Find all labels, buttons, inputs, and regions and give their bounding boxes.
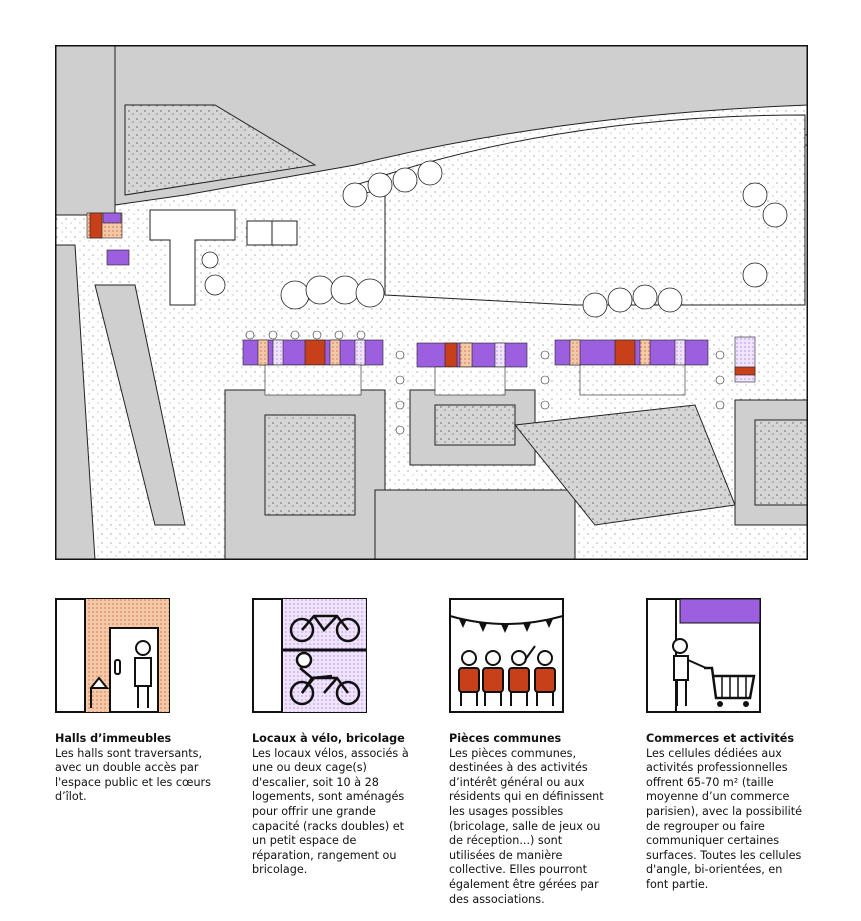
legend-title: Locaux à vélo, bricolage [252, 732, 405, 745]
shop-cart-icon [646, 598, 761, 713]
legend-title: Halls d’immeubles [55, 732, 172, 745]
legend-bike-storage: Locaux à vélo, bricolage Les locaux vélo… [252, 732, 442, 878]
legend-shops: Commerces et activités Les cellules dédi… [646, 732, 836, 893]
legend-title: Pièces communes [449, 732, 562, 745]
site-plan-map [55, 45, 808, 560]
legend-text: Les locaux vélos, associés à une ou deux… [252, 746, 409, 877]
legend-text: Les halls sont traversants, avec un doub… [55, 746, 211, 804]
legend-text: Les cellules dédiées aux activités profe… [646, 746, 803, 891]
building-hall-icon [55, 598, 170, 713]
common-room-icon [449, 598, 564, 713]
legend-title: Commerces et activités [646, 732, 795, 745]
legend-common-rooms: Pièces communes Les pièces communes, des… [449, 732, 639, 907]
legend-text: Les pièces communes, destinées à des act… [449, 746, 604, 906]
legend-halls: Halls d’immeubles Les halls sont travers… [55, 732, 245, 805]
bicycle-storage-icon [252, 598, 367, 713]
